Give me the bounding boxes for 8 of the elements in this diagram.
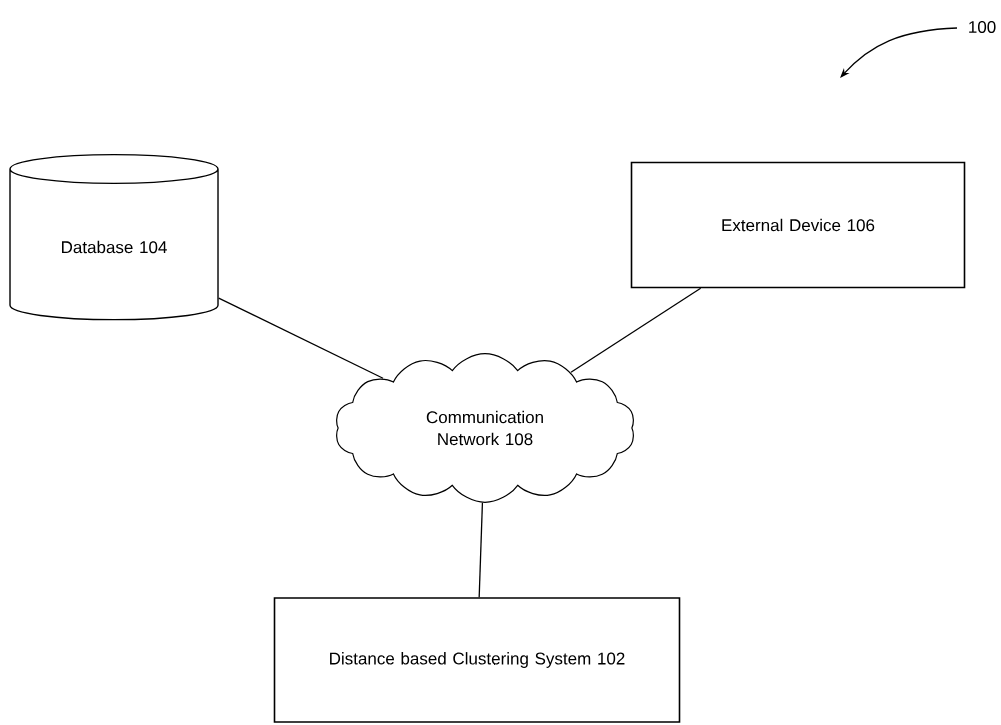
process-box: External Device 106 <box>630 161 966 289</box>
connector-line <box>478 502 484 598</box>
network-cloud: Communication Network 108 <box>336 353 634 503</box>
database-cylinder: Database 104 <box>9 153 219 321</box>
connector-line <box>570 287 702 373</box>
figure-number: 100 <box>969 21 996 33</box>
process-box: Distance based Clustering System 102 <box>273 597 681 723</box>
connector-line <box>218 297 384 379</box>
